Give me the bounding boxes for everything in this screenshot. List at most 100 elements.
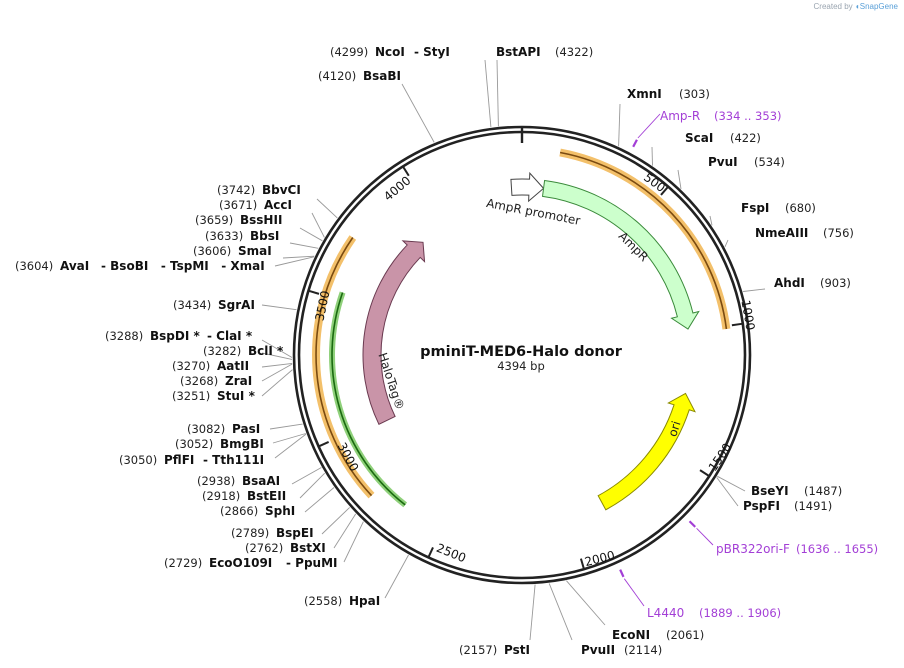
enzyme-bspdi-clai[interactable]: (3288)BspDI *- ClaI * — [105, 329, 253, 343]
enzyme-fspi[interactable]: FspI (680) — [741, 201, 816, 215]
enzyme-stui[interactable]: (3251) StuI * — [172, 389, 256, 403]
enzyme-bbvci[interactable]: (3742)BbvCI — [217, 183, 301, 197]
enzyme-ncoi-styi[interactable]: (4299)NcoI- StyI — [330, 45, 450, 59]
green-feature-line — [331, 292, 406, 506]
enzyme-smai[interactable]: (3606)SmaI — [193, 244, 272, 258]
enzyme-position: (3052) — [175, 437, 213, 451]
enzyme-sgrai[interactable]: (3434)SgrAI — [173, 298, 255, 312]
enzyme-ahdi[interactable]: AhdI(903) — [774, 276, 851, 290]
enzyme-pvuii[interactable]: PvuII(2114) — [581, 643, 662, 657]
enzyme-bspei[interactable]: (2789)BspEI — [231, 526, 314, 540]
enzyme-name: FspI — [741, 201, 769, 215]
enzyme-name: BclI * — [248, 344, 284, 358]
enzyme-name: SmaI — [238, 244, 272, 258]
enzyme-pvui[interactable]: PvuI(534) — [708, 155, 785, 169]
enzyme-leader-line — [274, 433, 307, 459]
primer-amp-r[interactable]: Amp-R(334 .. 353) — [660, 109, 782, 123]
enzyme-name: PflFI — [164, 453, 194, 467]
enzyme-bcli[interactable]: (3282) BclI * — [203, 344, 284, 358]
enzyme-position: (3282) — [203, 344, 241, 358]
enzyme-bbsi[interactable]: (3633)BbsI — [205, 229, 279, 243]
enzyme-position: (3434) — [173, 298, 211, 312]
enzyme-leader-line — [566, 580, 606, 626]
label-leader-lines — [261, 59, 766, 641]
enzyme-zrai[interactable]: (3268)ZraI — [180, 374, 252, 388]
enzyme-xmni[interactable]: XmnI(303) — [627, 87, 710, 101]
enzyme-extra: - BsoBI - TspMI - XmaI — [101, 259, 265, 273]
primer-range: (1636 .. 1655) — [796, 542, 878, 556]
enzyme-position: (3288) — [105, 329, 143, 343]
enzyme-leader-line — [291, 467, 322, 485]
enzyme-ecoo109i-ppumi[interactable]: (2729)EcoO109I- PpuMI — [164, 556, 338, 570]
primer-name: Amp-R — [660, 109, 700, 123]
enzyme-scai[interactable]: ScaI(422) — [685, 131, 761, 145]
enzyme-position: (422) — [730, 131, 761, 145]
primer-name: L4440 — [647, 606, 684, 620]
enzyme-leader-line — [261, 304, 297, 311]
tick-mark — [427, 546, 434, 558]
enzyme-econi[interactable]: EcoNI(2061) — [612, 628, 704, 642]
enzyme-hpai[interactable]: (2558)HpaI — [304, 594, 380, 608]
insert-cds-line — [315, 237, 373, 497]
enzyme-leader-line — [261, 352, 293, 360]
halotag-arrow — [362, 240, 426, 425]
tick-label-1500: 1500 — [706, 441, 735, 474]
enzyme-pasi[interactable]: (3082)PasI — [187, 422, 260, 436]
enzyme-acci[interactable]: (3671)AccI — [219, 198, 292, 212]
enzyme-position: (680) — [785, 201, 816, 215]
enzyme-leader-line — [496, 59, 499, 127]
enzyme-nmeaiii[interactable]: NmeAIII(756) — [755, 226, 854, 240]
enzyme-leader-line — [289, 242, 319, 249]
enzyme-leader-line — [677, 169, 682, 189]
enzyme-bsabi[interactable]: (4120)BsaBI — [318, 69, 401, 83]
plasmid-length: 4394 bp — [497, 359, 545, 373]
enzyme-position: (3251) — [172, 389, 210, 403]
enzyme-leader-line — [261, 363, 293, 382]
ori-arrow — [597, 392, 696, 511]
enzyme-position: (2558) — [304, 594, 342, 608]
enzyme-bsshii[interactable]: (3659)BssHII — [195, 213, 282, 227]
tick-label-3500: 3500 — [313, 289, 333, 322]
enzyme-pflfi-tth111i[interactable]: (3050)PflFI- Tth111I — [119, 453, 264, 467]
enzyme-position: (534) — [754, 155, 785, 169]
enzyme-name: ZraI — [225, 374, 252, 388]
primer-pbr322ori-f[interactable]: pBR322ori-F(1636 .. 1655) — [716, 542, 878, 556]
enzyme-avai-group[interactable]: (3604)AvaI- BsoBI - TspMI - XmaI — [15, 259, 265, 273]
plasmid-name: pminiT-MED6-Halo donor — [420, 344, 623, 360]
enzyme-leader-line — [743, 288, 766, 292]
enzyme-position: (2918) — [202, 489, 240, 503]
ampr-cds-line — [559, 151, 728, 330]
enzyme-leader-line — [529, 584, 536, 641]
primer-l4440[interactable]: L4440(1889 .. 1906) — [647, 606, 781, 620]
enzyme-extra: - Tth111I — [203, 453, 264, 467]
enzyme-bmgbi[interactable]: (3052)BmgBI — [175, 437, 264, 451]
enzyme-name: BstAPI — [496, 45, 541, 59]
enzyme-bsaai[interactable]: (2938)BsaAI — [197, 474, 280, 488]
enzyme-leader-line — [548, 583, 573, 641]
enzyme-leader-line — [343, 521, 364, 563]
enzyme-bseyi[interactable]: BseYI(1487) — [751, 484, 842, 498]
tick-mark — [731, 322, 743, 327]
enzyme-bstapi[interactable]: BstAPI (4322) — [496, 45, 593, 59]
primer-mark-pbr322ori-f — [688, 520, 696, 528]
enzyme-position: (1487) — [804, 484, 842, 498]
enzyme-name: StuI * — [217, 389, 256, 403]
enzyme-name: BbvCI — [262, 183, 301, 197]
enzyme-pspfi[interactable]: PspFI(1491) — [743, 499, 832, 513]
enzyme-leader-line — [299, 472, 326, 499]
enzyme-psti[interactable]: (2157)PstI — [459, 643, 530, 657]
enzyme-bstxi[interactable]: (2762)BstXI — [245, 541, 326, 555]
enzyme-leader-line — [311, 212, 325, 238]
enzyme-bsteii[interactable]: (2918)BstEII — [202, 489, 286, 503]
enzyme-position: (3633) — [205, 229, 243, 243]
feature-label-ori[interactable]: ori — [665, 419, 683, 438]
enzyme-position: (3671) — [219, 198, 257, 212]
enzyme-position: (4322) — [555, 45, 593, 59]
enzyme-position: (1491) — [794, 499, 832, 513]
enzyme-aatii[interactable]: (3270)AatII — [172, 359, 249, 373]
enzyme-sphi[interactable]: (2866)SphI — [220, 504, 295, 518]
enzyme-name: AhdI — [774, 276, 805, 290]
enzyme-name: PvuII — [581, 643, 615, 657]
enzyme-leader-line — [274, 256, 315, 267]
enzyme-position: (4299) — [330, 45, 368, 59]
